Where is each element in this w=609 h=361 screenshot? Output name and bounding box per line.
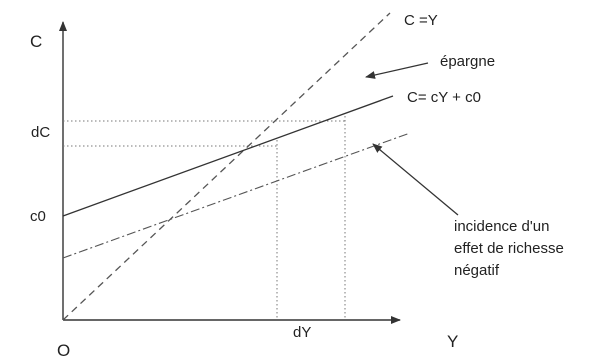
wealth-effect-label-line-1: incidence d'un xyxy=(454,218,549,235)
dc-tick-label: dC xyxy=(31,124,50,141)
c0-tick-label: c0 xyxy=(30,208,46,225)
savings-label: épargne xyxy=(440,53,495,70)
wealth-effect-label-line-2: effet de richesse xyxy=(454,240,564,257)
dy-tick-label: dY xyxy=(293,324,311,341)
origin-label: O xyxy=(57,341,70,360)
y-axis-label: C xyxy=(30,32,42,51)
consumption-line-label: C= cY + c0 xyxy=(407,89,481,106)
consumption-line xyxy=(62,95,394,217)
x-axis-label: Y xyxy=(447,332,458,351)
bisector-label: C =Y xyxy=(404,12,438,29)
savings-arrow xyxy=(365,62,429,79)
shifted-consumption-line xyxy=(62,132,411,259)
wealth-effect-label-line-3: négatif xyxy=(454,262,500,279)
wealth-effect-arrow xyxy=(372,143,459,216)
bisector-line xyxy=(62,12,391,321)
